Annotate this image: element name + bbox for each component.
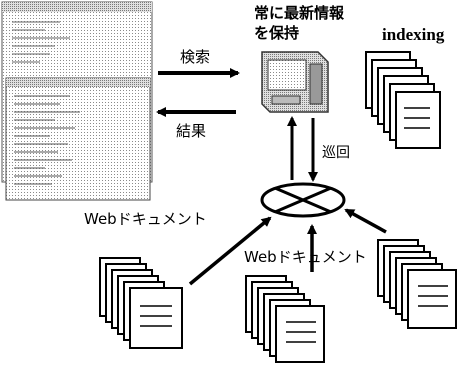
- crawler-hub-icon: [260, 182, 346, 218]
- web-documents-label-center: Webドキュメント: [244, 248, 367, 266]
- indexing-label: indexing: [382, 25, 445, 44]
- arrow-right-docs-to-hub: [344, 208, 387, 234]
- browser-window-front: [5, 77, 151, 201]
- always-latest-label-line1: 常に最新情報: [254, 4, 345, 22]
- patrol-label: 巡回: [322, 145, 350, 161]
- web-document-stack-left: [99, 257, 183, 349]
- always-latest-label-line2: を保持: [254, 24, 300, 42]
- index-document-stack: [365, 51, 441, 149]
- search-label: 検索: [180, 48, 211, 66]
- web-document-stack-center: [245, 275, 325, 363]
- server-icon: [261, 51, 329, 113]
- web-documents-label-left: Webドキュメント: [84, 210, 207, 228]
- web-document-stack-right: [377, 239, 457, 329]
- result-label: 結果: [176, 122, 207, 140]
- arrow-left-docs-to-hub: [188, 216, 272, 286]
